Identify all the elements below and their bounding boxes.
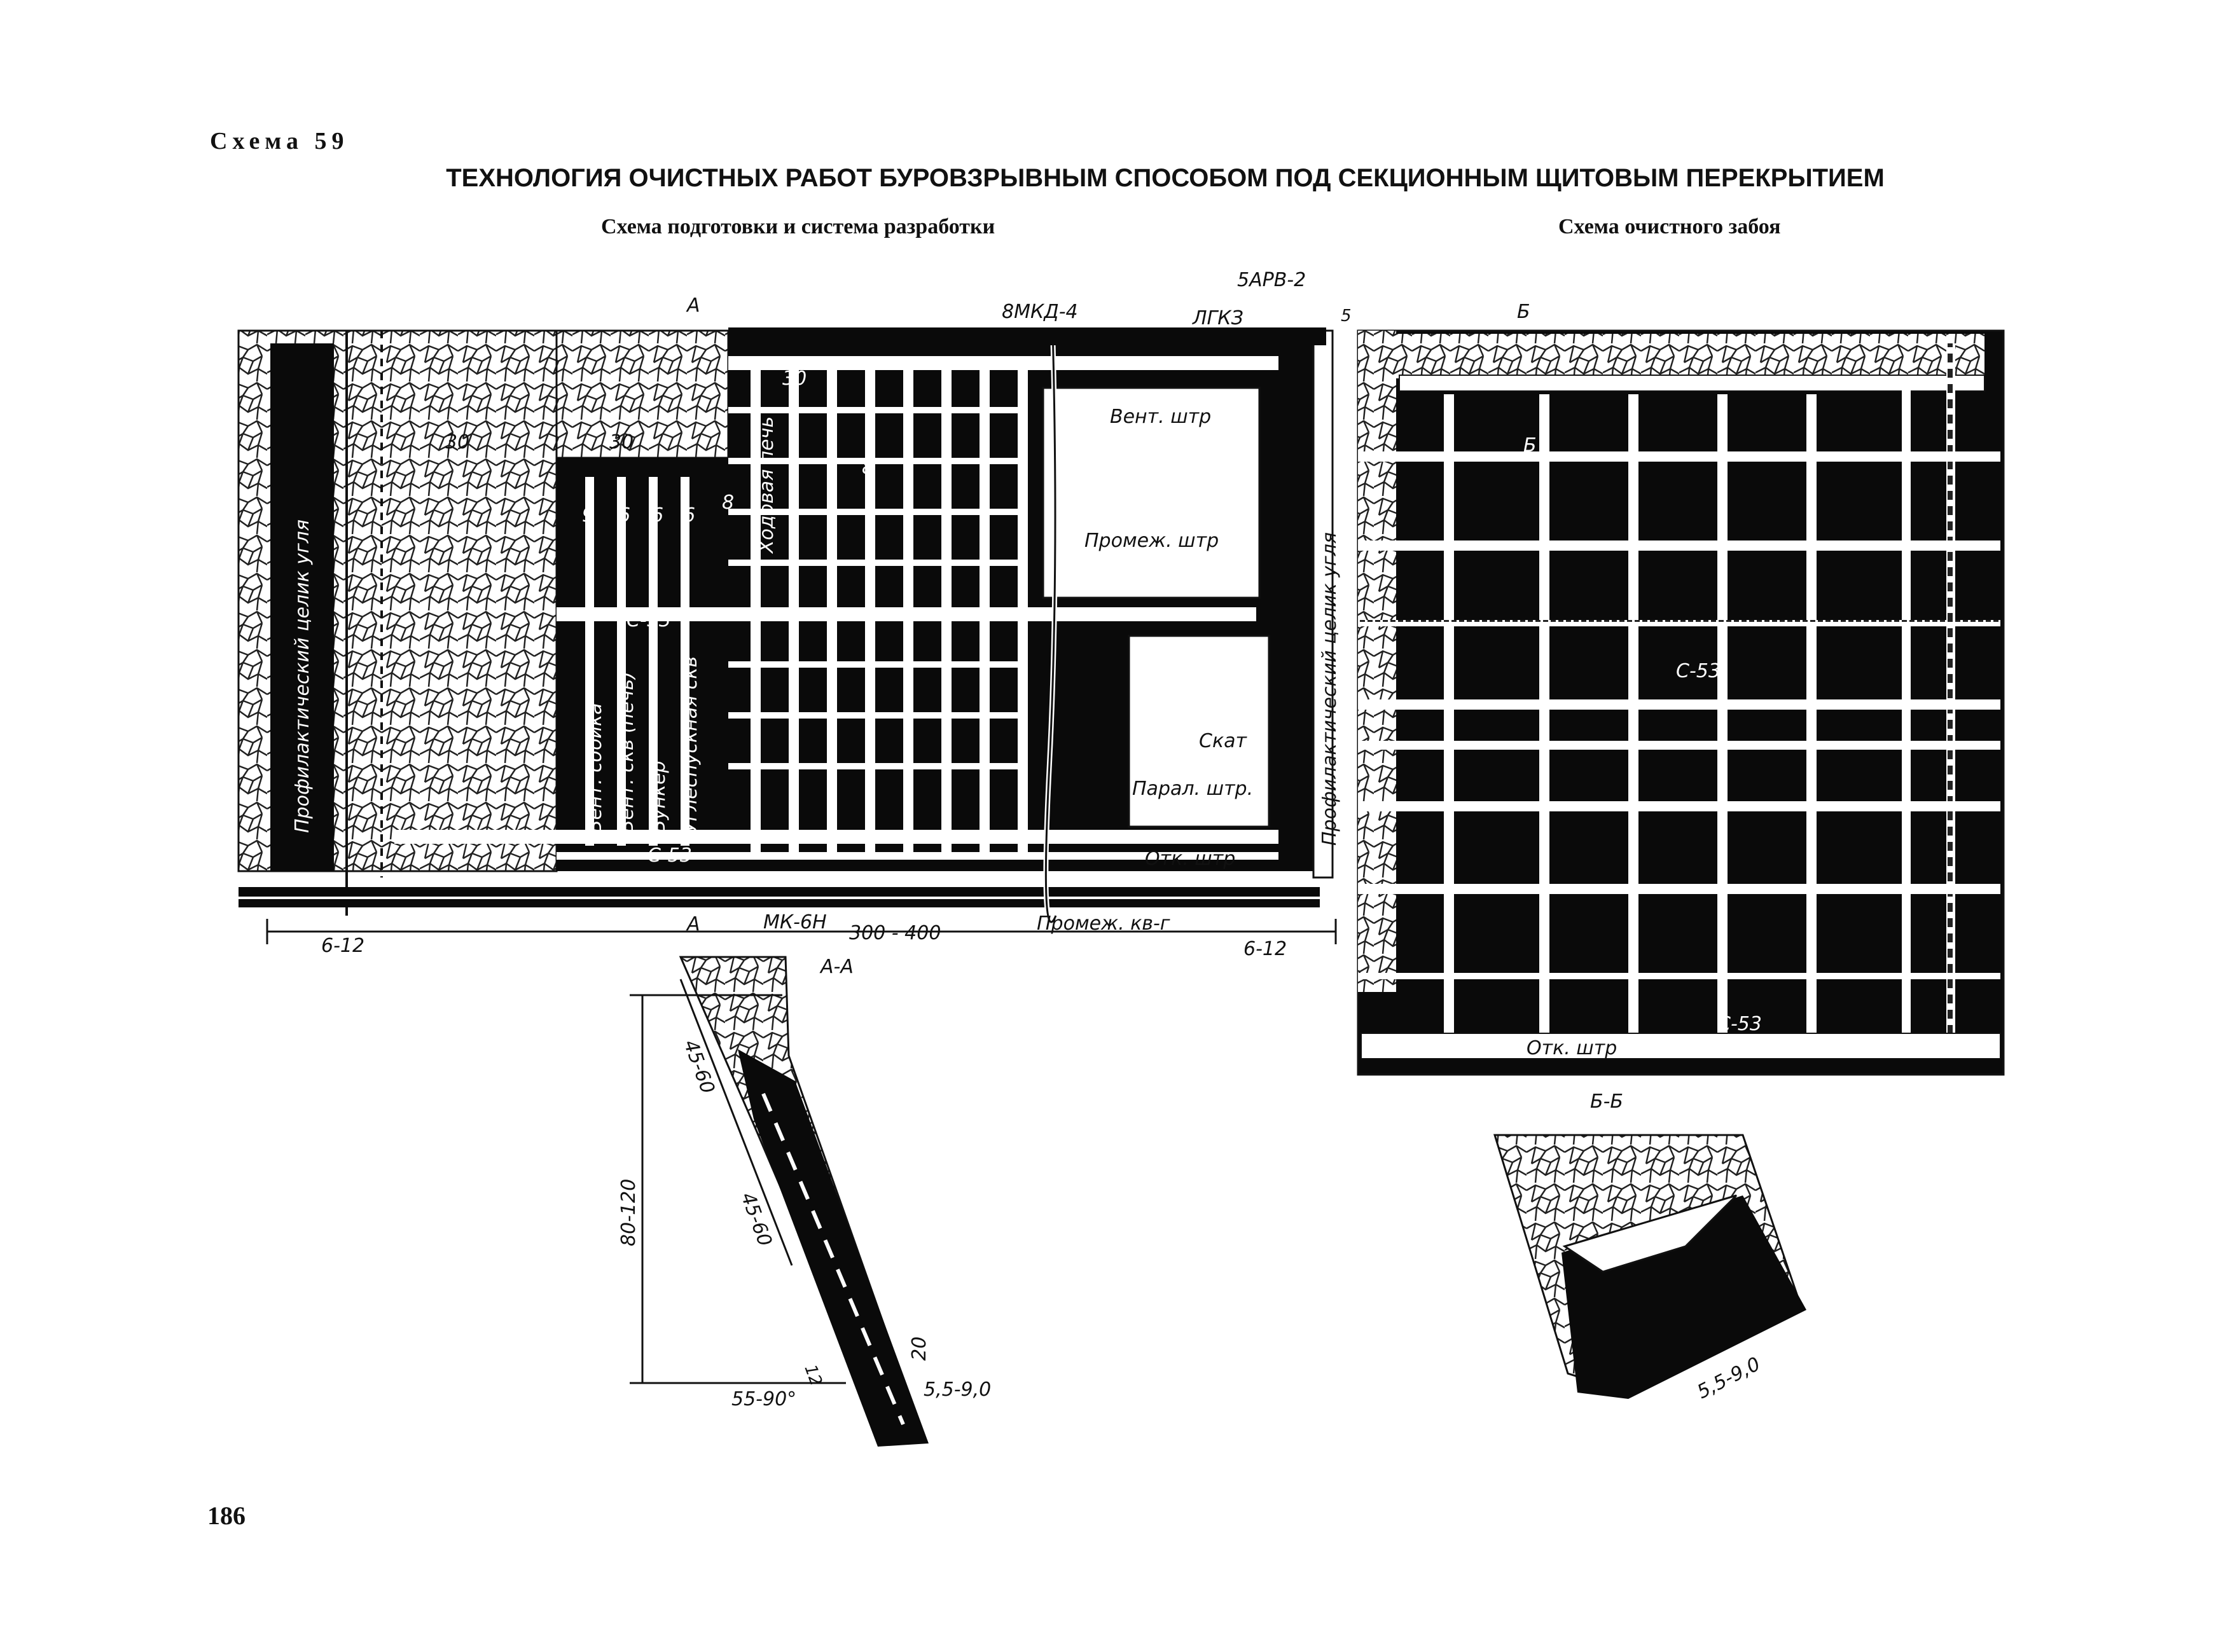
plan-view [237, 327, 1337, 944]
dim-45-60-lower: 45-60 [736, 1190, 776, 1249]
label-parallel-drift: Парал. штр. [1132, 778, 1253, 800]
section-mark-a-top: А [686, 294, 700, 317]
label-s53-face-lower: С-53 [1717, 1013, 1762, 1035]
dim-6c: 6 [683, 504, 695, 527]
section-bb-title: Б-Б [1590, 1091, 1623, 1113]
label-intermediate-crosscut: Промеж. кв-г [1037, 912, 1170, 935]
label-s53-plan: С-53 [647, 844, 692, 867]
label-s53-face-upper: С-53 [1676, 660, 1721, 682]
dim-30-top: 30 [782, 368, 807, 390]
section-mark-a-bottom: А [686, 913, 700, 935]
label-chute: Скат [1199, 730, 1247, 752]
label-bunker: Бункер [647, 761, 670, 833]
section-aa-title: А-А [819, 956, 854, 978]
dim-dip-angle: 55-90° [731, 1388, 796, 1410]
label-vent-drift: Вент. штр [1110, 406, 1211, 428]
dim-8-right: 8 [862, 457, 874, 479]
subtitle-preparation-scheme: Схема подготовки и система разработки [601, 215, 995, 238]
dim-12: 12 [800, 1362, 826, 1388]
dim-left-pillar: 6-12 [321, 935, 364, 957]
dim-30-mid: 30 [609, 431, 634, 453]
label-lgkz: ЛГКЗ [1192, 307, 1243, 329]
dim-8-left: 8 [722, 492, 734, 514]
label-intermediate-drift: Промеж. штр [1084, 530, 1219, 552]
schema-number: Схема 59 [210, 128, 349, 155]
label-8mkd: 8МКД-4 [1002, 301, 1078, 323]
label-protective-pillar-left: Профилактический целик угля [291, 520, 314, 833]
label-vent-borehole: Вент. скв (печь) [616, 671, 638, 833]
dim-45-60-upper: 45-60 [679, 1037, 719, 1097]
label-s53-plan-b: С-53 [627, 609, 671, 631]
label-haulage-drift-face: Отк. штр [1527, 1037, 1617, 1059]
dim-5: 5 [1341, 306, 1352, 326]
page-number: 186 [207, 1501, 246, 1530]
section-mark-b-inner: Б [1523, 434, 1537, 457]
label-protective-pillar-right: Профилактический целик угля [1319, 532, 1341, 846]
dim-80-120: 80-120 [618, 1179, 640, 1246]
dim-seam-thickness-aa: 5,5-9,0 [924, 1379, 991, 1401]
face-scheme [1357, 329, 2005, 1076]
dim-30-left: 30 [445, 431, 469, 453]
dim-right-pillar: 6-12 [1243, 938, 1287, 960]
label-haulage-drift: Отк. штр [1145, 848, 1235, 870]
section-b-b [1493, 1134, 1806, 1399]
dim-20: 20 [908, 1337, 931, 1361]
label-travel-raise: Ходовая печь [756, 416, 778, 554]
dim-6a: 6 [618, 504, 630, 527]
label-5arv: 5АРВ-2 [1237, 269, 1306, 291]
pillar-left [270, 343, 334, 871]
dim-9: 9 [582, 504, 594, 527]
dim-6b: 6 [651, 504, 663, 527]
label-vent-crosscut: Вент. сбойка [584, 703, 606, 833]
section-mark-b-top: Б [1517, 301, 1530, 323]
label-mk6n: МК-6Н [763, 911, 827, 933]
section-a-a [630, 956, 929, 1447]
dim-panel-length: 300 - 400 [849, 922, 941, 944]
label-coal-chute-borehole: Углеспускная скв [679, 656, 702, 833]
page-title: ТЕХНОЛОГИЯ ОЧИСТНЫХ РАБОТ БУРОВЗРЫВНЫМ С… [446, 164, 1885, 192]
subtitle-face-scheme: Схема очистного забоя [1558, 215, 1781, 238]
